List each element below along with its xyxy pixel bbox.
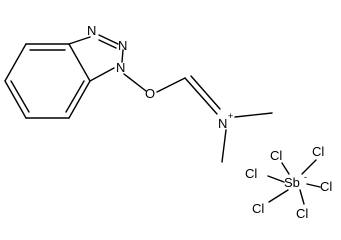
bond (234, 112, 273, 118)
atom-cl: Cl (320, 179, 332, 194)
bond (268, 189, 289, 203)
triazole-ring (68, 34, 124, 82)
charge-plus: + (228, 111, 233, 121)
iminium-chain (123, 73, 273, 163)
atom-cl: Cl (312, 144, 324, 159)
atom-o-ether: O (145, 86, 155, 101)
bond (68, 36, 91, 45)
atom-cl: Cl (245, 166, 257, 181)
bond (4, 80, 27, 119)
bond (89, 67, 115, 82)
atom-n-iminium: N (218, 116, 227, 131)
hexachloroantimonate (267, 159, 321, 205)
bond (221, 129, 227, 163)
benzene-ring (4, 43, 91, 119)
bond (123, 73, 147, 92)
atom-n-triazole-top: N (87, 23, 96, 38)
bond (10, 80, 30, 113)
bond (299, 189, 305, 205)
bond (98, 39, 117, 49)
atom-cl: Cl (270, 148, 282, 163)
bond (68, 43, 91, 82)
bond (156, 77, 186, 93)
bond (121, 49, 124, 63)
bond (190, 75, 221, 110)
bond (281, 162, 290, 175)
bond (68, 80, 91, 119)
bond (306, 183, 321, 188)
atom-n-triazole-n1: N (116, 60, 125, 75)
bond (301, 159, 317, 175)
chemical-structure: N N N O N + Sb - Cl Cl Cl Cl Cl Cl (4, 23, 332, 221)
bond (98, 34, 119, 45)
atom-sb: Sb (284, 175, 300, 190)
atom-n-triazole-mid: N (118, 38, 127, 53)
bond (4, 43, 27, 82)
bond (184, 77, 218, 115)
bond (65, 80, 85, 113)
atom-cl: Cl (252, 201, 264, 216)
bond (267, 175, 285, 183)
atom-cl: Cl (296, 206, 308, 221)
charge-minus: - (304, 172, 307, 182)
